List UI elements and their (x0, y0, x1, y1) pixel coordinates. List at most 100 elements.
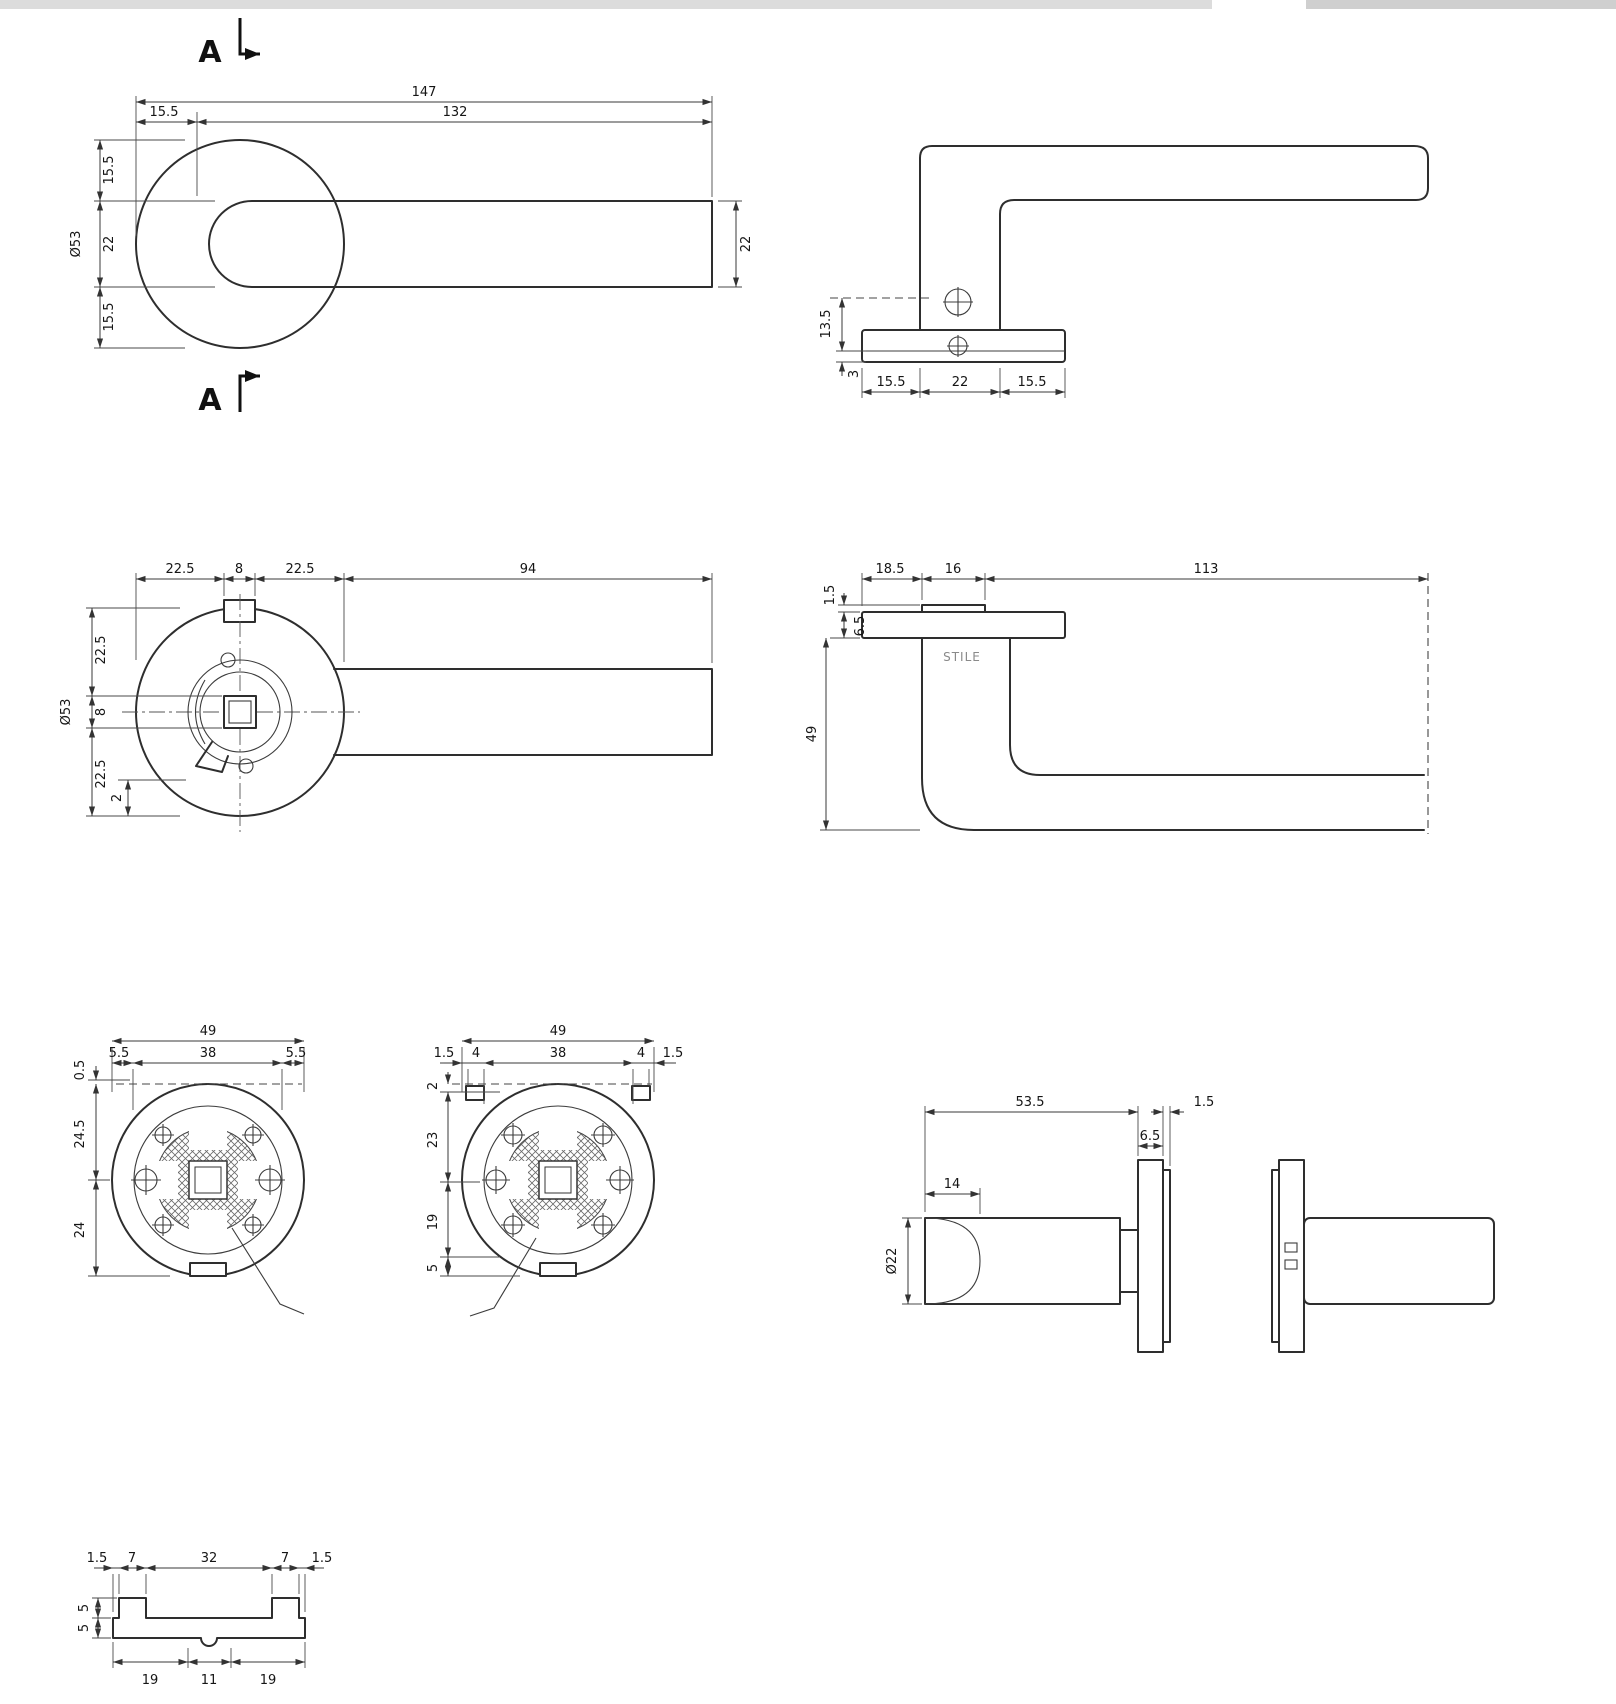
dim-15-5-top: 15.5 (150, 105, 179, 120)
dim-5-5-l: 5.5 (109, 1046, 130, 1061)
plan-object (135, 139, 713, 349)
spindle-right-object (1271, 1159, 1495, 1353)
lever-inner-edge (1009, 637, 1425, 776)
dim-38: 38 (200, 1046, 217, 1061)
section-label-a-top: A (198, 35, 222, 70)
dim-7-r: 7 (281, 1551, 289, 1566)
dim-22-5-a: 22.5 (166, 562, 195, 577)
dim-1-5-l: 1.5 (434, 1046, 455, 1061)
dim-15-5-left-a: 15.5 (102, 156, 117, 185)
spring-cage (187, 659, 293, 765)
dim-5-b: 5 (77, 1624, 92, 1632)
rose-disc (1137, 1159, 1164, 1353)
dim-147: 147 (412, 85, 437, 100)
rose-section-profile (112, 1597, 306, 1647)
dim-23: 23 (426, 1132, 441, 1149)
spindle-neck (1119, 1229, 1139, 1293)
dim-94: 94 (520, 562, 537, 577)
scan-strip-left (0, 0, 1212, 9)
scan-strip-right (1306, 0, 1616, 9)
clip-tab (465, 1085, 485, 1101)
spindle-boss (921, 604, 986, 613)
dim-16: 16 (945, 562, 962, 577)
rose-a-dimensions: 49 5.5 38 5.5 0.5 24.5 24 (73, 1024, 307, 1277)
dim-8-top: 8 (235, 562, 243, 577)
dim-49: 49 (805, 726, 820, 743)
dim-4-l: 4 (472, 1046, 480, 1061)
dim-5: 5 (426, 1264, 441, 1272)
dim-19-l: 19 (142, 1673, 159, 1688)
rose-plate (861, 611, 1066, 639)
dim-32: 32 (201, 1551, 218, 1566)
dim-132: 132 (443, 105, 468, 120)
view-side-assembled: 13.5 3 15.5 22 15.5 (819, 145, 1429, 398)
side-object (830, 145, 1429, 363)
rose-lip (1271, 1169, 1280, 1343)
dim-1-5-r: 1.5 (663, 1046, 684, 1061)
rose-a-object (111, 1083, 305, 1315)
spindle-barrel (924, 1217, 1121, 1305)
dim-1-5: 1.5 (823, 585, 838, 606)
dome-end (924, 1217, 981, 1305)
dim-dia53-mech: Ø53 (59, 699, 74, 726)
dim-18-5: 18.5 (876, 562, 905, 577)
dim-22-left: 22 (102, 236, 117, 253)
dim-19-r: 19 (260, 1673, 277, 1688)
latch-mark (1284, 1259, 1298, 1270)
dim-38: 38 (550, 1046, 567, 1061)
view-section-aa: 1.5 7 32 7 1.5 5 5 19 11 19 (77, 1551, 332, 1688)
dim-dia22: Ø22 (885, 1248, 900, 1275)
dim-14: 14 (944, 1177, 961, 1192)
dim-1-5: 1.5 (1194, 1095, 1215, 1110)
dim-19: 19 (426, 1214, 441, 1231)
dim-15-5-left-b: 15.5 (102, 303, 117, 332)
dim-22-b: 22 (952, 375, 969, 390)
dim-22-right: 22 (739, 236, 754, 253)
rose-b-dimensions: 49 1.5 4 38 4 1.5 2 23 19 5 (426, 1024, 684, 1277)
dim-22-5-c: 22.5 (94, 636, 109, 665)
dim-0-5: 0.5 (73, 1060, 88, 1081)
dim-24-5: 24.5 (73, 1120, 88, 1149)
dim-1-5-r: 1.5 (312, 1551, 333, 1566)
rose-lip (1162, 1169, 1171, 1343)
view-rose-back-b: 49 1.5 4 38 4 1.5 2 23 19 5 (426, 1024, 684, 1317)
lever-outline (208, 200, 713, 288)
rose-b-object (452, 1083, 655, 1317)
spindle-dimensions: 53.5 1.5 6.5 14 Ø22 (885, 1095, 1215, 1305)
bottom-clip-slot (189, 1262, 227, 1277)
spring-latch (195, 741, 229, 773)
dim-24: 24 (73, 1222, 88, 1239)
dim-15-5-bl: 15.5 (877, 375, 906, 390)
lever-outer-edge (921, 637, 1425, 831)
section-label-a-bottom: A (198, 383, 222, 418)
section-dimensions: 1.5 7 32 7 1.5 5 5 19 11 19 (77, 1551, 332, 1688)
spindle-barrel (1303, 1217, 1495, 1305)
mechanism-dimensions: 22.5 8 22.5 94 22.5 8 22.5 Ø53 2 (59, 562, 713, 817)
clip-tab (631, 1085, 651, 1101)
dim-22-5-d: 22.5 (94, 760, 109, 789)
dim-53-5: 53.5 (1016, 1095, 1045, 1110)
section-cut-line-top (238, 18, 260, 60)
section-object (112, 1597, 306, 1647)
plan-dimensions: 147 15.5 132 15.5 22 15.5 Ø53 22 (69, 85, 754, 349)
dim-13-5: 13.5 (819, 310, 834, 339)
dim-7-l: 7 (128, 1551, 136, 1566)
dim-49: 49 (200, 1024, 217, 1039)
view-plan-assembled: A A 147 15.5 132 15.5 22 (69, 18, 754, 418)
dim-11: 11 (201, 1673, 218, 1688)
dim-6-5: 6.5 (853, 616, 868, 637)
top-notch (223, 599, 256, 623)
leader-line (469, 1237, 537, 1317)
leader-line (231, 1227, 305, 1315)
dim-5-5-r: 5.5 (286, 1046, 307, 1061)
side-dimensions: 13.5 3 15.5 22 15.5 (819, 298, 1066, 398)
dim-dia53: Ø53 (69, 231, 84, 258)
side-rose-dimensions: 18.5 16 113 1.5 6.5 49 (805, 562, 1428, 831)
view-plan-mechanism: 22.5 8 22.5 94 22.5 8 22.5 Ø53 2 (59, 562, 713, 832)
lever-side-outline (919, 145, 1429, 331)
dim-5-a: 5 (77, 1604, 92, 1612)
lever-bar (333, 668, 713, 756)
dim-15-5-br: 15.5 (1018, 375, 1047, 390)
